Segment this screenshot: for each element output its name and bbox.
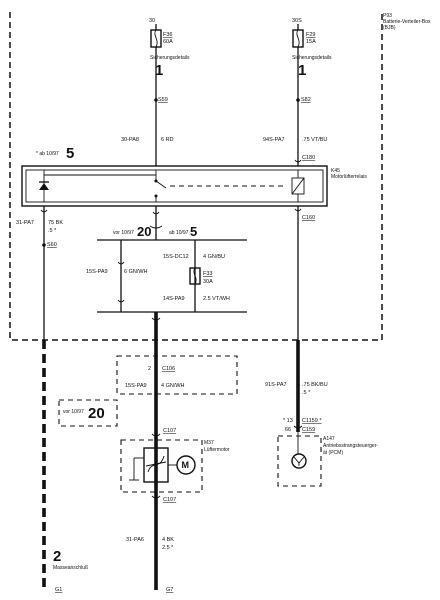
motor-ground-circuit: 31-PA6: [126, 537, 144, 543]
motor-box: [120, 439, 203, 493]
relay-contact-icon: [154, 170, 285, 202]
c106-code: C106: [162, 366, 175, 372]
ground-left-label: Masseanschluß: [53, 565, 88, 571]
splice-s82-label: S82: [301, 97, 311, 103]
left-ground-wire: 75 BK: [48, 220, 63, 226]
motor-icon: M: [168, 455, 196, 475]
branch-left-wire: 6 GN/WH: [124, 269, 148, 275]
left-ground-circuit: 31-PA7: [16, 220, 34, 226]
fuse-f36-rating: 60A: [163, 39, 173, 45]
left-feed-circuit: 30-PA8: [121, 137, 139, 143]
pcm-connector-a: C1159 *: [302, 418, 322, 424]
c106-circuit: 15S-PA9: [125, 383, 147, 389]
fuse-f29-rating: 15A: [306, 39, 316, 45]
connector-c106-box: [116, 355, 238, 395]
relay-name: Motorlüfterrelais: [331, 174, 367, 180]
pcm-code: A147: [323, 436, 335, 442]
motor-connector-bottom: C107: [163, 497, 176, 503]
ground-g1-label: G1: [55, 587, 62, 593]
fuse-f36-label: F36: [163, 32, 172, 38]
svg-text:M: M: [182, 460, 190, 470]
splice-s60-dot: [42, 243, 46, 247]
power-box-code2: (BJB): [383, 25, 396, 31]
pcm-name-line2: ät (PCM): [323, 450, 343, 456]
pcm-ground-switch-icon: [291, 432, 307, 469]
relay-diode-icon: [39, 170, 156, 202]
branch-right-circuit-bottom: 14S-PA9: [163, 296, 185, 302]
fuse-f29-icon: [292, 29, 304, 48]
branch-after-ref: 5: [190, 224, 197, 239]
motor-connector-top: C107: [163, 428, 176, 434]
left-fuse-details-ref: 1: [155, 62, 163, 79]
branch-right-circuit-top: 15S-DC12: [163, 254, 189, 260]
ground-g7-label: G7: [166, 587, 173, 593]
right-fuse-details: Sicherungsdetails: [292, 55, 332, 61]
splice-s59-label: S59: [158, 97, 168, 103]
right-terminal-label: 30S: [292, 18, 302, 24]
ground-left-ref: 2: [53, 548, 61, 565]
side-note-text: vor 10/97: [63, 409, 84, 415]
splice-s59-dot: [154, 98, 158, 102]
left-feed-wire: 6 RD: [161, 137, 174, 143]
right-fuse-details-ref: 1: [298, 62, 306, 79]
motor-chassis-ground-icon: [129, 457, 144, 481]
c106-wire: 4 GN/WH: [161, 383, 185, 389]
branch-left-circuit: 15S-PA9: [86, 269, 108, 275]
pcm-pin-a: * 13: [283, 418, 293, 424]
relay-outer-box: [21, 165, 328, 207]
fuse-f33-rating: 30A: [203, 279, 213, 285]
pcm-connector-b: C159: [302, 427, 315, 433]
side-note-box: [58, 399, 118, 427]
motor-code: M37: [204, 440, 214, 446]
relay-date-note: * ab 10/97: [36, 151, 59, 157]
fuse-f36-icon: [150, 29, 162, 48]
left-terminal-label: 30: [149, 18, 155, 24]
motor-ground-wire2: 2.5 *: [162, 545, 174, 551]
branch-before-ref: 20: [137, 224, 151, 239]
relay-inner-box: [25, 169, 324, 203]
left-ground-wire2: .5 *: [48, 228, 57, 234]
power-box-code: P93: [383, 13, 392, 19]
fuse-f33-icon: [189, 267, 201, 285]
connector-c180-label: C180: [302, 155, 315, 161]
c106-pin: 2: [148, 366, 151, 372]
relay-code: K45: [331, 168, 340, 174]
pcm-name-line1: Antriebsstrangsteuerger-: [323, 443, 378, 449]
splice-s82-dot: [296, 98, 300, 102]
branch-right-wire-bottom: 2.5 VT/WH: [203, 296, 230, 302]
relay-ref: 5: [66, 145, 74, 162]
splice-s60-label: S60: [47, 242, 57, 248]
battery-junction-box-outline: [9, 12, 383, 341]
pcm-wire-type: .75 BK/BU: [302, 382, 328, 388]
right-feed-wire: .75 VT/BU: [302, 137, 327, 143]
relay-coil-icon: [291, 170, 305, 202]
power-box-name: Batterie-Verteiler-Box: [383, 19, 431, 25]
motor-ground-wire: 4 BK: [162, 537, 174, 543]
motor-name: Lüftermotor: [204, 447, 230, 453]
right-feed-circuit: 94S-PA7: [263, 137, 285, 143]
left-fuse-details: Sicherungsdetails: [150, 55, 190, 61]
pcm-wire-circuit: 91S-PA7: [265, 382, 287, 388]
fuse-f33-label: F33: [203, 271, 212, 277]
connector-c160-label: C160: [302, 215, 315, 221]
branch-before-note: vor 10/97: [113, 230, 134, 236]
branch-after-note: ab 10/97: [169, 230, 189, 236]
branch-right-wire-top: 4 GN/BU: [203, 254, 225, 260]
side-note-ref: 20: [88, 405, 105, 422]
pcm-box: [277, 435, 322, 487]
pcm-pin-b: 66: [285, 427, 291, 433]
pcm-wire-type2: .5 *: [302, 390, 311, 396]
fuse-f29-label: F29: [306, 32, 315, 38]
